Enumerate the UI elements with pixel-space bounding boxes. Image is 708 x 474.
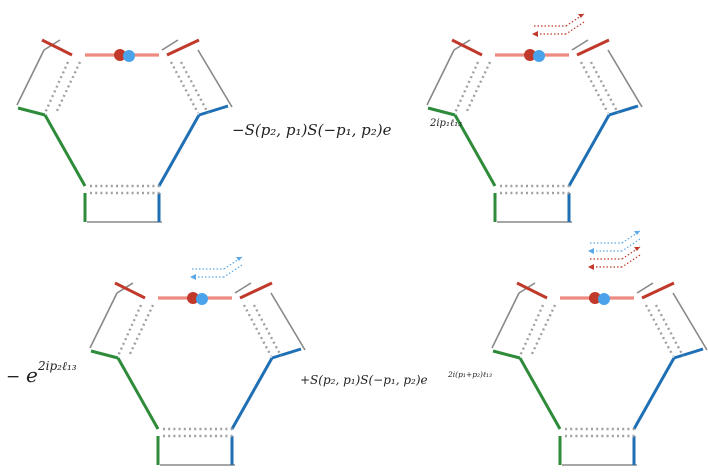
hexagon-diagram-bottom-right	[491, 230, 708, 466]
blue-arrow-head	[190, 274, 196, 280]
green-edge	[492, 349, 521, 360]
green-edge	[427, 106, 456, 117]
red-arrow	[532, 21, 585, 37]
dotted-connector	[453, 61, 480, 114]
boundary-edge	[426, 49, 455, 106]
blue-arrow	[588, 238, 641, 254]
blue-arrow	[192, 256, 243, 270]
blue-edge	[608, 104, 639, 117]
red-arrow-head	[578, 14, 584, 18]
dotted-connector	[518, 304, 545, 357]
blue-edge	[271, 347, 302, 360]
red-edge	[239, 281, 273, 300]
dotted-connector	[579, 61, 610, 114]
dotted-connector	[644, 304, 675, 357]
dotted-connector	[43, 61, 70, 114]
red-particle	[114, 49, 126, 61]
red-particle	[187, 292, 199, 304]
hexagon-diagram-top-left	[16, 38, 233, 223]
red-edge	[114, 281, 146, 300]
dotted-connector	[116, 304, 143, 357]
red-edge	[41, 38, 73, 57]
equation-bottom-right-exponent: 2i(p₁+p₂)ℓ₁₃	[447, 370, 492, 379]
blue-particle	[196, 293, 208, 305]
green-edge	[90, 349, 119, 360]
blue-arrow-shaft	[223, 264, 243, 278]
boundary-edge	[197, 49, 233, 108]
red-arrow	[534, 13, 585, 27]
dotted-connector	[529, 304, 557, 357]
dotted-connector	[242, 304, 273, 357]
boundary-edge	[571, 39, 589, 51]
blue-arrow-head	[236, 257, 242, 261]
equation-top: −S(p₂, p₁)S(−p₁, p₂)e 2ip₁ℓ₁₃	[232, 118, 462, 139]
red-edge	[451, 38, 483, 57]
blue-arrow-head	[634, 231, 640, 235]
equation-top-main: −S(p₂, p₁)S(−p₁, p₂)e	[232, 121, 392, 139]
equation-top-exponent: 2ip₁ℓ₁₃	[429, 118, 462, 129]
equation-bottom-right: +S(p₂, p₁)S(−p₁, p₂)e 2i(p₁+p₂)ℓ₁₃	[300, 370, 492, 387]
red-arrow-head	[634, 247, 640, 251]
dotted-connector	[54, 61, 82, 114]
red-edge	[166, 38, 200, 57]
dotted-connector	[169, 61, 200, 114]
red-arrow	[588, 254, 641, 270]
red-arrow	[590, 246, 641, 260]
red-edge	[516, 281, 548, 300]
red-arrow-head	[588, 264, 594, 270]
equation-bottom-left: − e 2ip₂ℓ₁₃	[6, 359, 77, 387]
blue-edge	[567, 114, 611, 187]
blue-edge	[632, 357, 676, 430]
boundary-edge	[161, 39, 179, 51]
blue-edge	[157, 114, 201, 187]
boundary-edge	[234, 282, 252, 294]
red-arrow-shaft	[565, 21, 585, 35]
blue-arrow	[590, 230, 641, 244]
red-edge	[576, 38, 610, 57]
boundary-edge	[89, 292, 118, 349]
equation-bottom-left-exponent: 2ip₂ℓ₁₃	[37, 359, 77, 373]
blue-particle	[123, 50, 135, 62]
dotted-connector	[179, 61, 210, 114]
dotted-connector	[252, 304, 283, 357]
blue-arrow-shaft	[621, 238, 641, 252]
dotted-connector	[654, 304, 685, 357]
green-edge	[43, 114, 87, 187]
boundary-edge	[607, 49, 643, 108]
blue-edge	[230, 357, 274, 430]
boundary-edge	[491, 292, 520, 349]
blue-particle	[533, 50, 545, 62]
green-edge	[17, 106, 46, 117]
red-arrow-shaft	[621, 254, 641, 268]
dotted-connector	[464, 61, 492, 114]
boundary-edge	[270, 292, 306, 351]
boundary-edge	[672, 292, 708, 351]
equation-bottom-right-main: +S(p₂, p₁)S(−p₁, p₂)e	[300, 373, 428, 387]
red-edge	[641, 281, 675, 300]
blue-arrow-head	[588, 248, 594, 254]
red-particle	[524, 49, 536, 61]
equation-bottom-left-minus: −	[6, 367, 20, 387]
red-arrow-head	[532, 31, 538, 37]
dotted-connector	[589, 61, 620, 114]
blue-edge	[198, 104, 229, 117]
green-edge	[518, 357, 562, 430]
boundary-edge	[636, 282, 654, 294]
blue-particle	[598, 293, 610, 305]
green-edge	[453, 114, 497, 187]
equation-bottom-left-base: e	[26, 363, 38, 387]
hexagon-diagram-bottom-left	[89, 256, 306, 466]
red-particle	[589, 292, 601, 304]
dotted-connector	[127, 304, 155, 357]
hexagon-diagram-top-right	[426, 13, 643, 223]
blue-arrow	[190, 264, 243, 280]
boundary-edge	[16, 49, 45, 106]
blue-edge	[673, 347, 704, 360]
green-edge	[116, 357, 160, 430]
